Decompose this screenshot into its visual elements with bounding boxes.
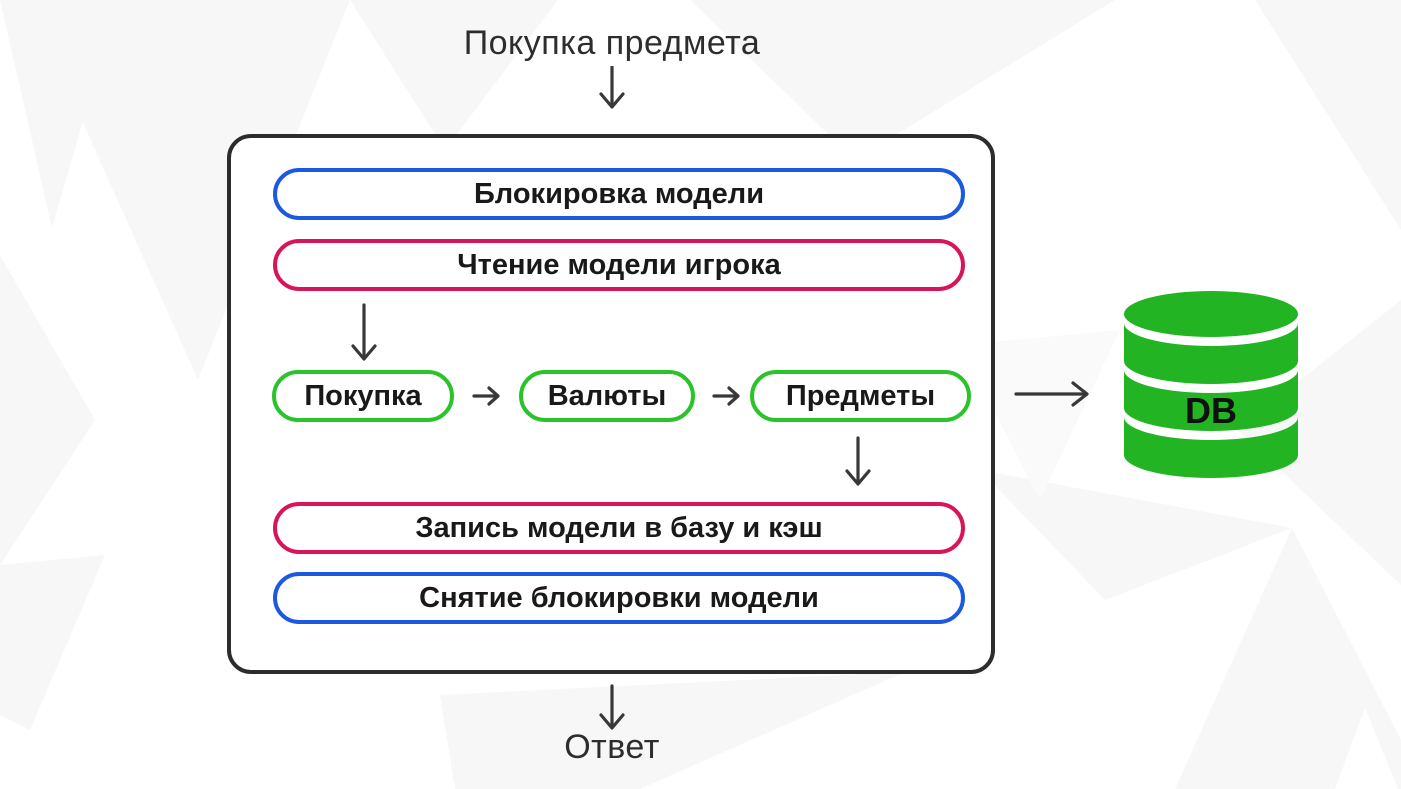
step-unlock-model-label: Снятие блокировки модели [419,581,819,614]
right-arrow-icon [712,386,740,406]
down-arrow-icon [599,66,625,109]
step-lock-model: Блокировка модели [273,168,965,220]
output-label: Ответ [564,728,660,766]
step-read-player-model: Чтение модели игрока [273,239,965,291]
pipeline-step-items: Предметы [750,370,971,422]
input-label: Покупка предмета [463,24,761,62]
pipeline-step-items-label: Предметы [785,379,936,412]
step-write-model: Запись модели в базу и кэш [273,502,965,554]
step-write-model-label: Запись модели в базу и кэш [415,511,823,544]
pipeline-step-currencies: Валюты [519,370,695,422]
database-label: DB [1185,390,1237,431]
step-lock-model-label: Блокировка модели [473,177,765,210]
pipeline-step-purchase: Покупка [272,370,454,422]
down-arrow-icon [599,684,625,730]
step-read-player-model-label: Чтение модели игрока [457,248,781,281]
pipeline-step-purchase-label: Покупка [304,379,422,412]
right-arrow-icon [1014,381,1089,407]
down-arrow-icon [845,436,871,486]
right-arrow-icon [472,386,500,406]
database-icon: DB [1124,291,1298,478]
pipeline-step-currencies-label: Валюты [547,379,667,412]
down-arrow-icon [351,303,377,361]
step-unlock-model: Снятие блокировки модели [273,572,965,624]
